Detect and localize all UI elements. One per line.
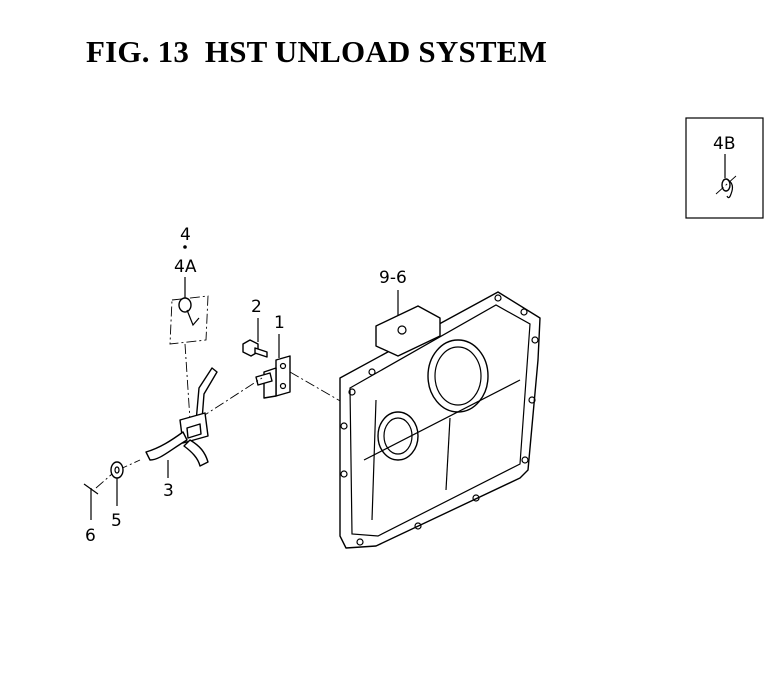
figure-title: FIG. 13 HST UNLOAD SYSTEM bbox=[86, 34, 548, 69]
callout-4a: 4A bbox=[174, 257, 197, 277]
callout-1: 1 bbox=[274, 313, 285, 333]
callout-6: 6 bbox=[85, 526, 96, 546]
callout-4b: 4B bbox=[713, 134, 735, 154]
callout-2: 2 bbox=[251, 297, 262, 317]
callout-9-6: 9-6 bbox=[379, 268, 407, 288]
hst-housing-cover-part bbox=[339, 291, 541, 549]
unload-lever-part bbox=[145, 367, 218, 467]
callout-dot bbox=[183, 245, 187, 249]
washer-icon bbox=[110, 461, 124, 479]
bolt-icon bbox=[242, 339, 268, 358]
inset-box-4b: 4B bbox=[685, 117, 764, 219]
bracket-part bbox=[255, 355, 291, 399]
clip-detail-4a bbox=[169, 295, 209, 345]
callout-4: 4 bbox=[180, 225, 191, 245]
callout-5: 5 bbox=[111, 511, 122, 531]
spring-clip-icon bbox=[715, 175, 737, 199]
callout-3: 3 bbox=[163, 481, 174, 501]
